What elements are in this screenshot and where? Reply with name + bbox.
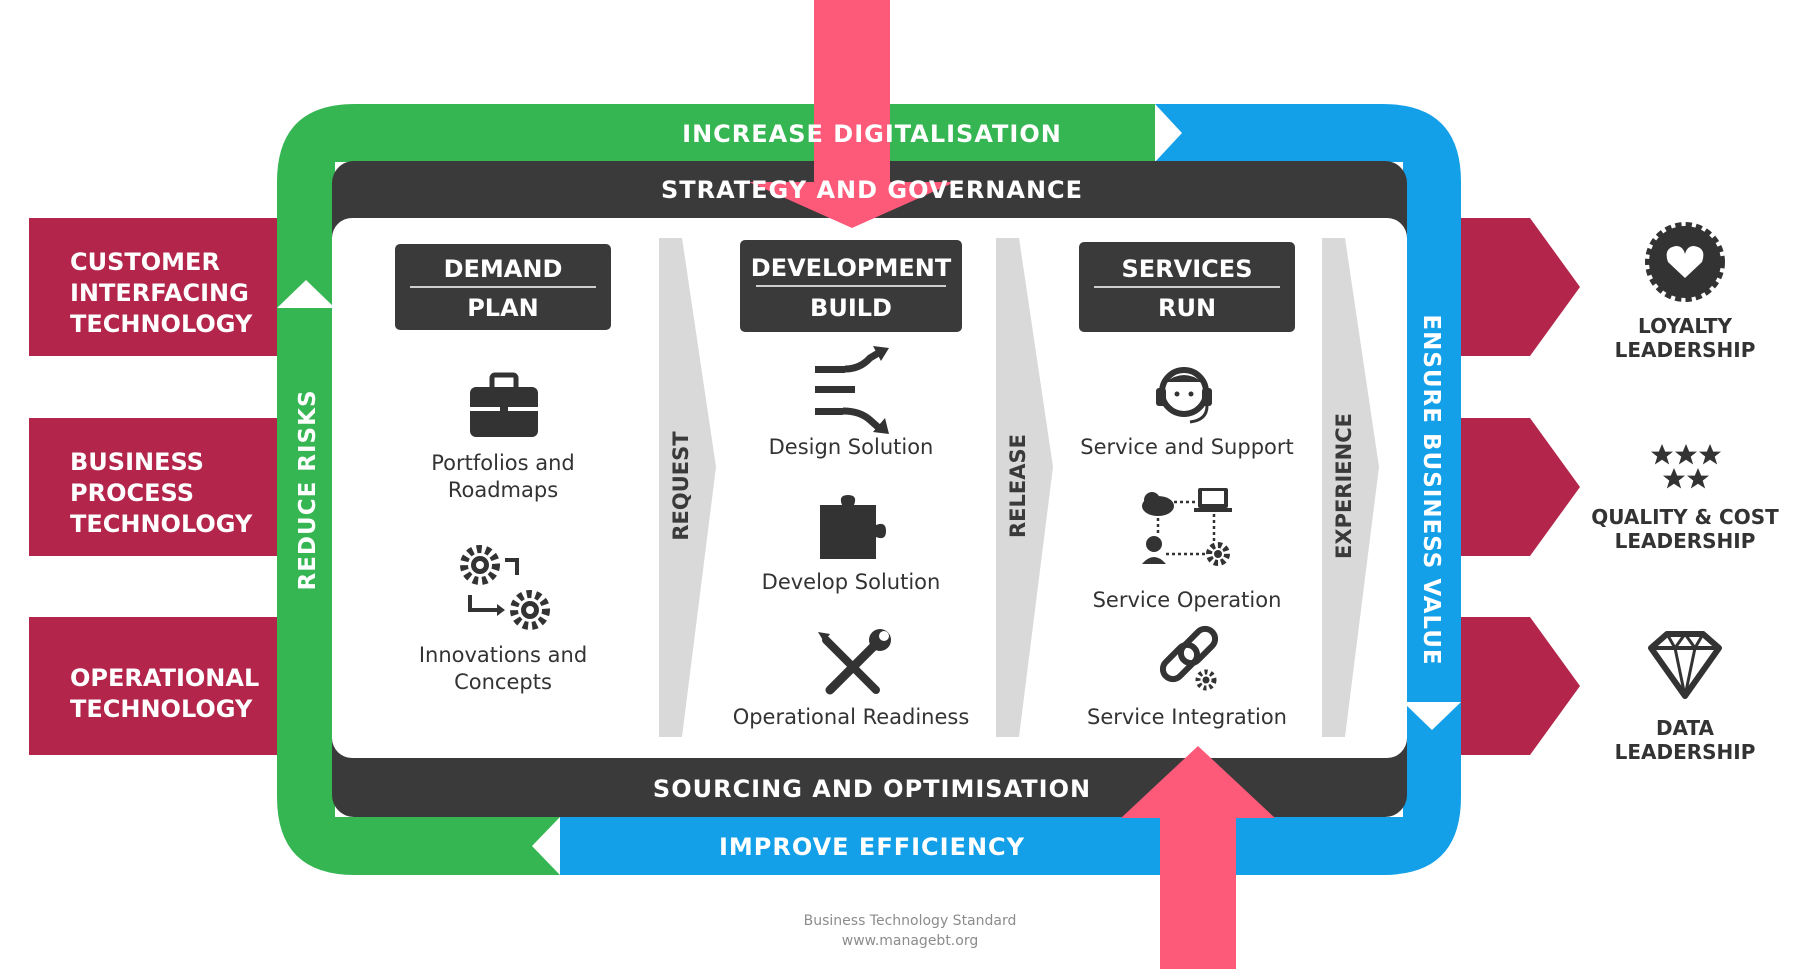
item-portfolios-line-2: Roadmaps (448, 478, 558, 502)
development-subtitle: BUILD (810, 294, 892, 322)
item-design-solution: Design Solution (769, 435, 934, 459)
transition-experience: EXPERIENCE (1332, 413, 1356, 559)
column-header-labels: DEMAND PLAN DEVELOPMENT BUILD SERVICES R… (444, 254, 1253, 322)
input-arrow-3 (29, 617, 278, 755)
transition-chevrons (659, 238, 1379, 737)
item-service-support: Service and Support (1080, 435, 1294, 459)
transition-labels: REQUEST RELEASE EXPERIENCE (669, 413, 1356, 559)
input-2-line-3: TECHNOLOGY (70, 510, 253, 538)
briefcase-icon (470, 372, 538, 437)
input-3-line-2: TECHNOLOGY (70, 695, 253, 723)
output-1-line-2: LEADERSHIP (1615, 338, 1756, 362)
input-2-line-1: BUSINESS (70, 448, 204, 476)
footer-title: Business Technology Standard (804, 913, 1017, 929)
output-3-line-2: LEADERSHIP (1615, 740, 1756, 764)
column-headers (395, 240, 1295, 332)
output-labels: LOYALTY LEADERSHIP QUALITY & COST LEADER… (1591, 314, 1779, 764)
services-title: SERVICES (1122, 255, 1253, 283)
network-operation-icon (1142, 488, 1232, 566)
outer-ring (277, 104, 1461, 875)
output-2-line-2: LEADERSHIP (1615, 529, 1756, 553)
item-service-integration: Service Integration (1087, 705, 1287, 729)
footer-url: www.managebt.org (842, 933, 978, 949)
governance-bar-text: STRATEGY AND GOVERNANCE (661, 176, 1083, 204)
bottom-banner-text: IMPROVE EFFICIENCY (719, 833, 1025, 861)
input-arrows (29, 218, 278, 755)
link-gear-icon (1159, 625, 1219, 691)
left-banner-text: REDUCE RISKS (295, 389, 321, 590)
right-banner-text: ENSURE BUSINESS VALUE (1418, 314, 1444, 665)
output-arrow-3 (1450, 617, 1580, 755)
ring-arrowhead-top (1155, 104, 1182, 162)
input-1-line-2: INTERFACING (70, 279, 249, 307)
demand-title: DEMAND (444, 255, 563, 283)
shuffle-arrows-icon (815, 346, 889, 434)
column-item-labels: Portfolios and Roadmaps Innovations and … (419, 435, 1294, 729)
heart-badge-icon (1645, 222, 1725, 302)
item-develop-solution: Develop Solution (762, 570, 941, 594)
output-1-line-1: LOYALTY (1638, 314, 1732, 338)
transition-release: RELEASE (1006, 434, 1030, 538)
item-portfolios-line-1: Portfolios and (431, 451, 575, 475)
pink-arrow-down (749, 0, 955, 228)
input-3-line-1: OPERATIONAL (70, 664, 259, 692)
input-2-line-2: PROCESS (70, 479, 194, 507)
output-2-line-1: QUALITY & COST (1591, 505, 1779, 529)
content-panel (332, 218, 1407, 758)
output-arrow-2 (1450, 418, 1580, 556)
output-arrow-1 (1450, 218, 1580, 356)
input-labels: CUSTOMER INTERFACING TECHNOLOGY BUSINESS… (70, 248, 259, 723)
gears-cycle-icon (460, 545, 550, 630)
diamond-icon (1648, 631, 1722, 699)
headset-icon (1156, 367, 1212, 424)
item-operational-readiness: Operational Readiness (733, 705, 970, 729)
input-arrow-2 (29, 418, 278, 556)
chevron-request (659, 238, 716, 737)
puzzle-icon (820, 495, 886, 559)
tools-icon (818, 629, 891, 695)
input-1-line-3: TECHNOLOGY (70, 310, 253, 338)
chevron-experience (1322, 238, 1379, 737)
item-service-operation: Service Operation (1093, 588, 1282, 612)
top-banner-text: INCREASE DIGITALISATION (682, 120, 1062, 148)
chevron-release (996, 238, 1053, 737)
demand-subtitle: PLAN (467, 294, 539, 322)
sourcing-bar-text: SOURCING AND OPTIMISATION (653, 775, 1091, 803)
pink-arrow-up (1121, 746, 1275, 969)
item-innovations-line-2: Concepts (454, 670, 552, 694)
stars-icon (1651, 444, 1721, 489)
input-arrow-1 (29, 218, 278, 356)
input-1-line-1: CUSTOMER (70, 248, 220, 276)
transition-request: REQUEST (669, 431, 693, 541)
ring-arrowhead-left (277, 280, 335, 308)
output-3-line-1: DATA (1656, 716, 1715, 740)
ring-arrowhead-right (1403, 702, 1461, 730)
item-innovations-line-1: Innovations and (419, 643, 587, 667)
output-arrows (1450, 218, 1580, 755)
services-subtitle: RUN (1158, 294, 1216, 322)
ring-arrowhead-bottom (532, 817, 560, 875)
development-title: DEVELOPMENT (751, 254, 952, 282)
